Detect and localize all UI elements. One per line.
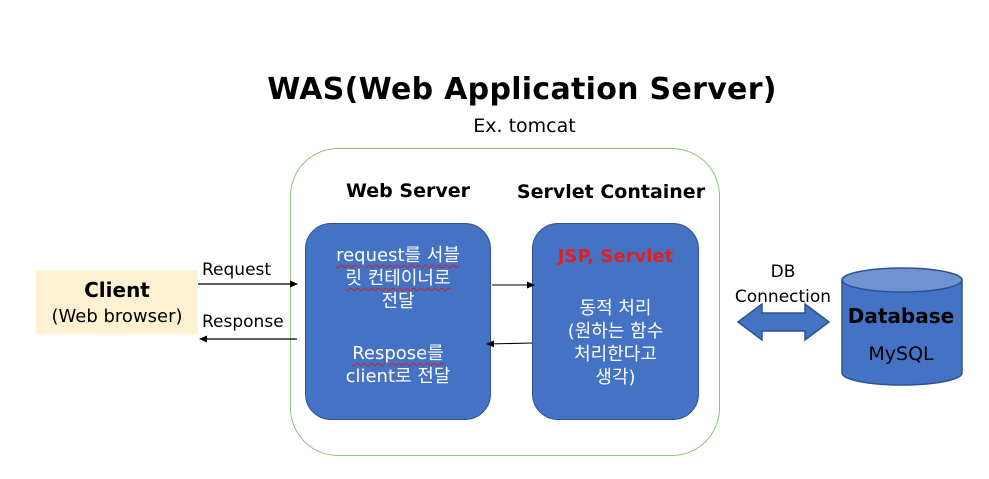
web-server-text-part: request를 서블	[336, 245, 460, 266]
web-server-text-part: Respose를	[352, 343, 444, 364]
servlet-container-label: Servlet Container	[516, 181, 706, 203]
database-title: Database	[847, 304, 955, 328]
db-double-arrow	[736, 302, 831, 342]
web-server-text-line: Respose를	[306, 342, 490, 365]
client-subtitle: (Web browser)	[51, 306, 183, 327]
diagram-title: WAS(Web Application Server)	[267, 72, 777, 107]
jsp-servlet-label: JSP, Servlet	[557, 246, 674, 267]
request-label: Request	[202, 260, 272, 280]
container-text-line: 생각)	[595, 367, 636, 388]
web-server-text-line: request를 서블	[306, 244, 490, 267]
client-title: Client	[84, 278, 150, 302]
client-box: Client (Web browser)	[36, 270, 198, 334]
db-connection-line: DB	[770, 262, 796, 282]
database-subtitle: MySQL	[868, 343, 934, 365]
cylinder-top	[841, 267, 963, 293]
web-server-text-line: client로 전달	[345, 366, 451, 387]
servlet-container-box: JSP, Servlet 동적 처리 (원하는 함수 처리한다고 생각)	[532, 223, 699, 420]
response-label: Response	[202, 312, 284, 332]
web-server-text-line: 릿 컨테이너로	[306, 267, 490, 290]
db-connection-line: Connection	[734, 287, 832, 307]
was-container	[290, 148, 720, 456]
web-server-box: request를 서블 릿 컨테이너로 전달 Respose를 client로 …	[305, 223, 491, 420]
container-text-line: 처리한다고	[574, 344, 657, 365]
web-server-text-part: 릿 컨테이너로	[345, 268, 451, 289]
cylinder-body	[841, 279, 963, 386]
db-connection-label: DB Connection	[726, 260, 840, 310]
from-container-arrow	[486, 340, 533, 348]
web-server-text-line: 전달	[381, 291, 415, 312]
database-cylinder	[841, 267, 963, 386]
web-server-label: Web Server	[346, 180, 470, 202]
container-text-line: 동적 처리	[579, 298, 652, 319]
container-text-line: (원하는 함수	[567, 321, 664, 342]
diagram-subtitle: Ex. tomcat	[473, 115, 576, 137]
